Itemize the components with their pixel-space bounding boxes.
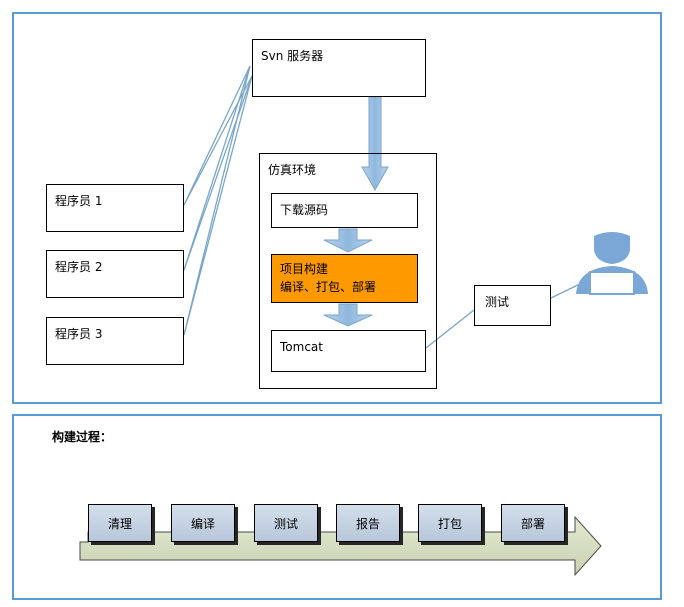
- download-to-build-arrow: [323, 228, 373, 253]
- step-compile: 编译: [171, 504, 235, 542]
- programmer-box-1: 程序员 1: [46, 184, 184, 232]
- download-source-box: 下载源码: [271, 193, 418, 228]
- user-icon: [576, 232, 648, 295]
- tester-box: 测试: [474, 285, 551, 326]
- programmer-box-2: 程序员 2: [46, 250, 184, 298]
- sim-env-box: 仿真环境: [259, 153, 437, 389]
- step-deploy: 部署: [501, 504, 565, 542]
- step-test: 测试: [254, 504, 318, 542]
- step-report: 报告: [336, 504, 400, 542]
- svn-server-box: Svn 服务器: [252, 39, 426, 97]
- build-title: 项目构建: [280, 262, 329, 276]
- tester-label: 测试: [485, 295, 510, 309]
- download-source-label: 下载源码: [280, 203, 329, 217]
- programmer-label: 程序员 3: [55, 327, 103, 341]
- svn-to-env-arrow: [361, 96, 389, 192]
- step-package: 打包: [418, 504, 482, 542]
- programmer-label: 程序员 1: [55, 194, 103, 208]
- programmer-box-3: 程序员 3: [46, 317, 184, 365]
- tomcat-tester-connector: [425, 309, 475, 349]
- project-build-box: 项目构建 编译、打包、部署: [271, 254, 418, 303]
- sim-env-title: 仿真环境: [268, 163, 317, 177]
- step-clean: 清理: [88, 504, 152, 542]
- build-to-tomcat-arrow: [323, 303, 373, 327]
- programmer-connectors: [183, 65, 253, 336]
- build-process-title: 构建过程：: [52, 430, 113, 444]
- tomcat-box: Tomcat: [271, 330, 426, 372]
- build-steps: 编译、打包、部署: [280, 280, 377, 294]
- programmer-label: 程序员 2: [55, 260, 103, 274]
- tomcat-label: Tomcat: [280, 340, 323, 354]
- svn-server-label: Svn 服务器: [261, 49, 324, 63]
